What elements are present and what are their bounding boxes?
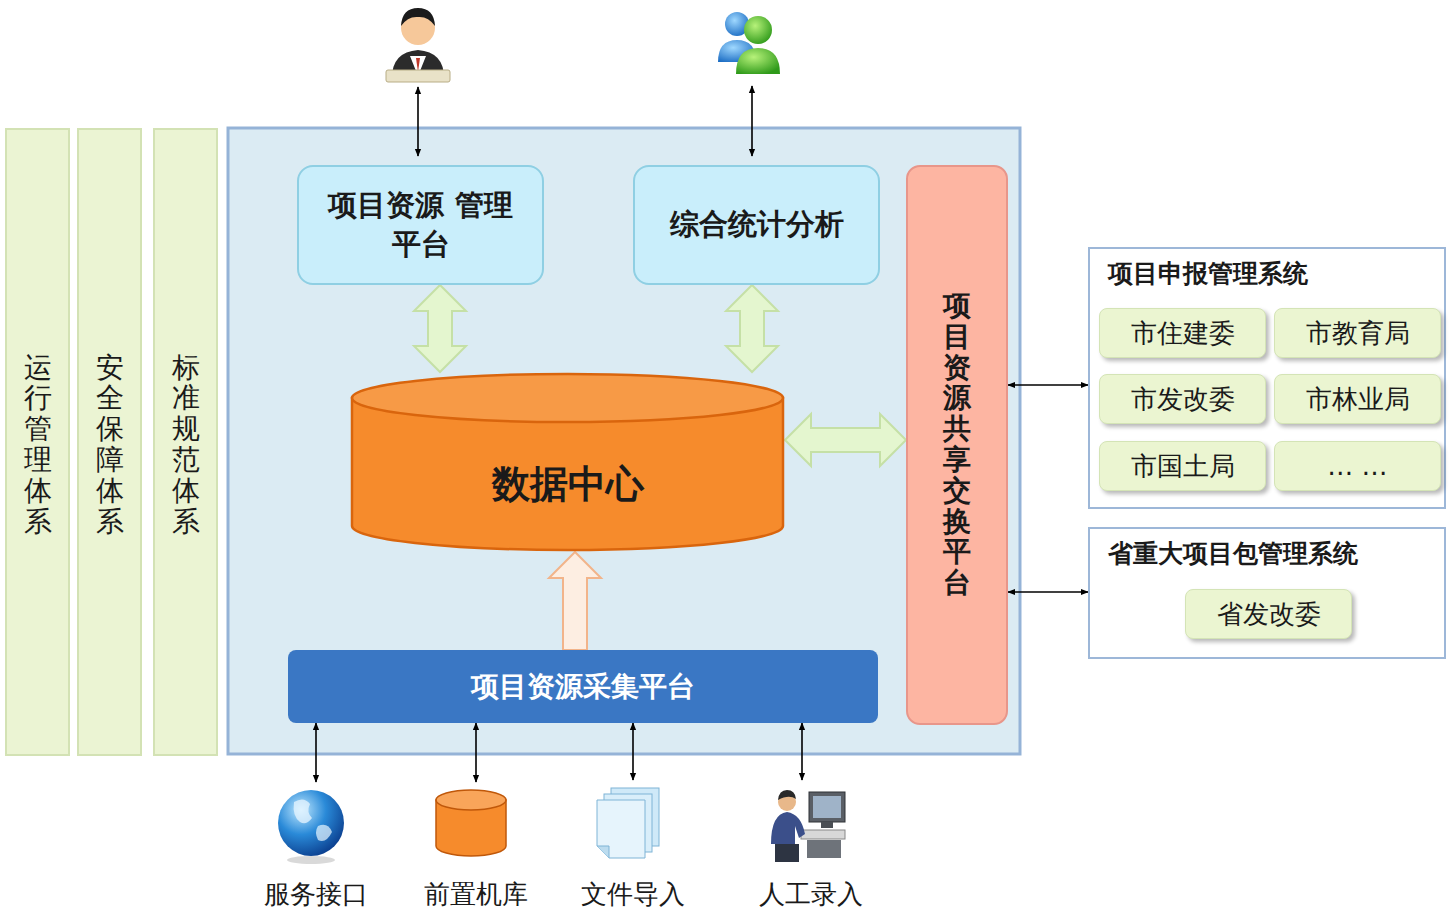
icon-node: 服务接口 [249,776,383,916]
node-label: 数据中心 [492,459,644,510]
green-node: 市教育局 [1274,308,1441,358]
node-label: 市发改委 [1131,382,1235,417]
docs-icon [583,778,673,868]
node-label: 文件导入 [566,877,700,912]
connector-arrow [316,723,317,782]
exchange-node: 项目资源共享交换平台 [906,165,1008,725]
node-label: 综合统计分析 [670,205,844,244]
flow-arrow [726,285,778,372]
node-label: 项目资源采集平台 [471,668,695,706]
flow-arrow [785,414,906,466]
node-label: 市住建委 [1131,316,1235,351]
band-node: 安全保障体系 [77,128,142,756]
node-label: 人工录入 [744,877,878,912]
person-icon [761,778,851,868]
band-node: 标准规范体系 [153,128,218,756]
green-node: 市林业局 [1274,374,1441,424]
node-label: 市国土局 [1131,449,1235,484]
node-label: 前置机库 [409,877,543,912]
node-label: 服务接口 [249,877,383,912]
connector-arrow [1008,592,1088,593]
green-node: 市国土局 [1099,441,1266,491]
cyanbox-node: 综合统计分析 [633,165,880,285]
users-icon [718,12,780,74]
connector-arrow [476,723,477,782]
flow-arrow [549,552,601,650]
node-label: 省重大项目包管理系统 [1108,537,1358,570]
node-label: 项目资源 管理平台 [317,186,524,264]
connector-arrow [633,723,634,780]
system-node: 省重大项目包管理系统省发改委 [1088,527,1446,659]
node-label: 项目申报管理系统 [1108,257,1308,290]
connector-arrow [1008,385,1088,386]
icon-node: 文件导入 [566,776,700,916]
green-node: 市发改委 [1099,374,1266,424]
green-node: 省发改委 [1185,589,1352,639]
node-label: 省发改委 [1217,597,1321,632]
cyanbox-node: 项目资源 管理平台 [297,165,544,285]
green-node: 市住建委 [1099,308,1266,358]
platform-container [228,128,1020,754]
flow-arrow [414,285,466,372]
manager-icon [386,8,450,82]
green-node: … … [1274,441,1441,491]
node-label: 标准规范体系 [172,347,200,538]
cylinder-node: 数据中心 [350,372,785,552]
user-link [417,87,419,156]
icon-node: 前置机库 [409,776,543,916]
connector-arrow [802,723,803,780]
system-node: 项目申报管理系统市住建委 市教育局市发改委 市林业局市国土局 … … [1088,247,1446,509]
band-node: 运行管理体系 [5,128,70,756]
node-label: 市林业局 [1306,382,1410,417]
globe-icon [266,778,356,868]
user-link [751,86,753,156]
node-label: 运行管理体系 [24,347,52,538]
db-icon [426,778,516,868]
icon-node: 人工录入 [744,776,878,916]
blue-node: 项目资源采集平台 [288,650,878,723]
node-label: 安全保障体系 [96,347,124,538]
node-label: … … [1327,451,1387,481]
node-label: 市教育局 [1306,316,1410,351]
node-label: 项目资源共享交换平台 [943,291,971,599]
